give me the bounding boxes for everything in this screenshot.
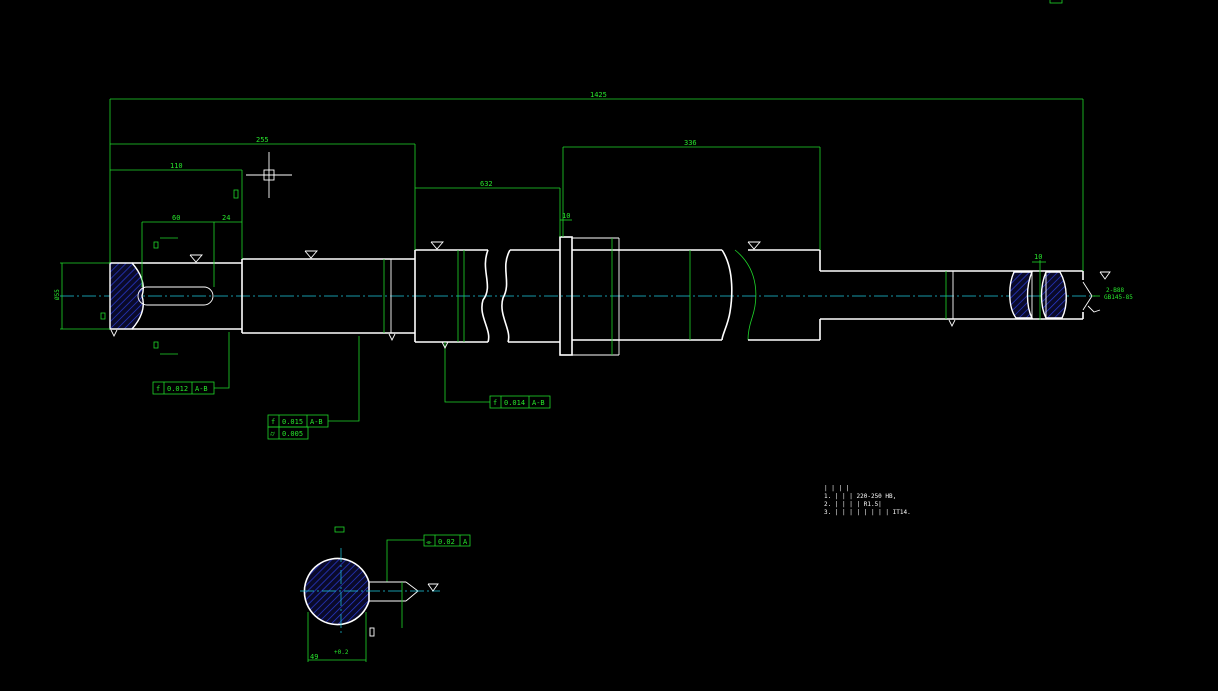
dim-section-width: 49 — [310, 653, 318, 661]
svg-text:0.012: 0.012 — [167, 385, 188, 393]
center-hole-line-1: 2-B88 — [1106, 287, 1124, 294]
dim-336: 336 — [684, 139, 697, 147]
dimension-texts: 1425 255 110 632 336 60 24 10 10 Ø55 49 … — [54, 91, 1042, 661]
svg-text:f: f — [156, 385, 160, 393]
break-line-2 — [501, 249, 511, 343]
dim-section-tol: +0.2 — [334, 649, 349, 656]
keyway-slot — [137, 286, 214, 306]
svg-text:A: A — [463, 538, 468, 546]
dimension-lines — [60, 0, 1111, 422]
break-line-3 — [721, 249, 733, 341]
left-broken-section — [109, 262, 144, 330]
dim-632: 632 — [480, 180, 493, 188]
shaft-collar — [559, 236, 573, 356]
svg-text:A-B: A-B — [195, 385, 208, 393]
section-disk — [303, 557, 370, 626]
dim-255: 255 — [256, 136, 269, 144]
svg-text:A-B: A-B — [532, 399, 545, 407]
dim-60: 60 — [172, 214, 180, 222]
notes-line-2: 2. | | | | R1.5| — [824, 501, 882, 508]
dim-left-diameter: Ø55 — [54, 289, 61, 300]
svg-text:⌯: ⌯ — [426, 538, 432, 546]
dim-total-length: 1425 — [590, 91, 607, 99]
svg-text:A-B: A-B — [310, 418, 323, 426]
dim-24: 24 — [222, 214, 230, 222]
fcf-1: f 0.012 A-B — [152, 381, 215, 395]
svg-text:f: f — [271, 418, 275, 426]
svg-text:0.02: 0.02 — [438, 538, 455, 546]
dim-groove-10: 10 — [1034, 253, 1042, 261]
shaft-outline — [109, 236, 1093, 356]
notes-title: | | | | — [824, 485, 849, 492]
svg-text:0.014: 0.014 — [504, 399, 525, 407]
svg-text:0.015: 0.015 — [282, 418, 303, 426]
notes-line-1: 1. | | | 220-250 HB, — [824, 493, 896, 500]
fcf-4: ⌯ 0.02 A — [386, 534, 471, 582]
dim-collar-10: 10 — [562, 212, 570, 220]
dim-110: 110 — [170, 162, 183, 170]
internal-diameter-marks — [383, 238, 1046, 355]
notes-line-3: 3. | | | | | | | | IT14. — [824, 509, 911, 516]
fcf-3: f 0.014 A-B — [489, 395, 551, 409]
break-line-3b — [734, 249, 757, 341]
center-hole-line-2: GB145-85 — [1104, 294, 1133, 301]
right-groove-section — [1009, 271, 1034, 319]
svg-text:0.005: 0.005 — [282, 430, 303, 438]
technical-notes: | | | | 1. | | | 220-250 HB, 2. | | | | … — [824, 485, 911, 516]
keyway-cross-section — [300, 526, 440, 662]
fcf-2: f 0.015 A-B ⌭ 0.005 — [267, 414, 329, 440]
svg-text:f: f — [493, 399, 497, 407]
svg-text:⌭: ⌭ — [270, 430, 275, 438]
break-line-1 — [481, 249, 490, 343]
center-hole-callout: 2-B88 GB145-85 — [1104, 287, 1133, 301]
